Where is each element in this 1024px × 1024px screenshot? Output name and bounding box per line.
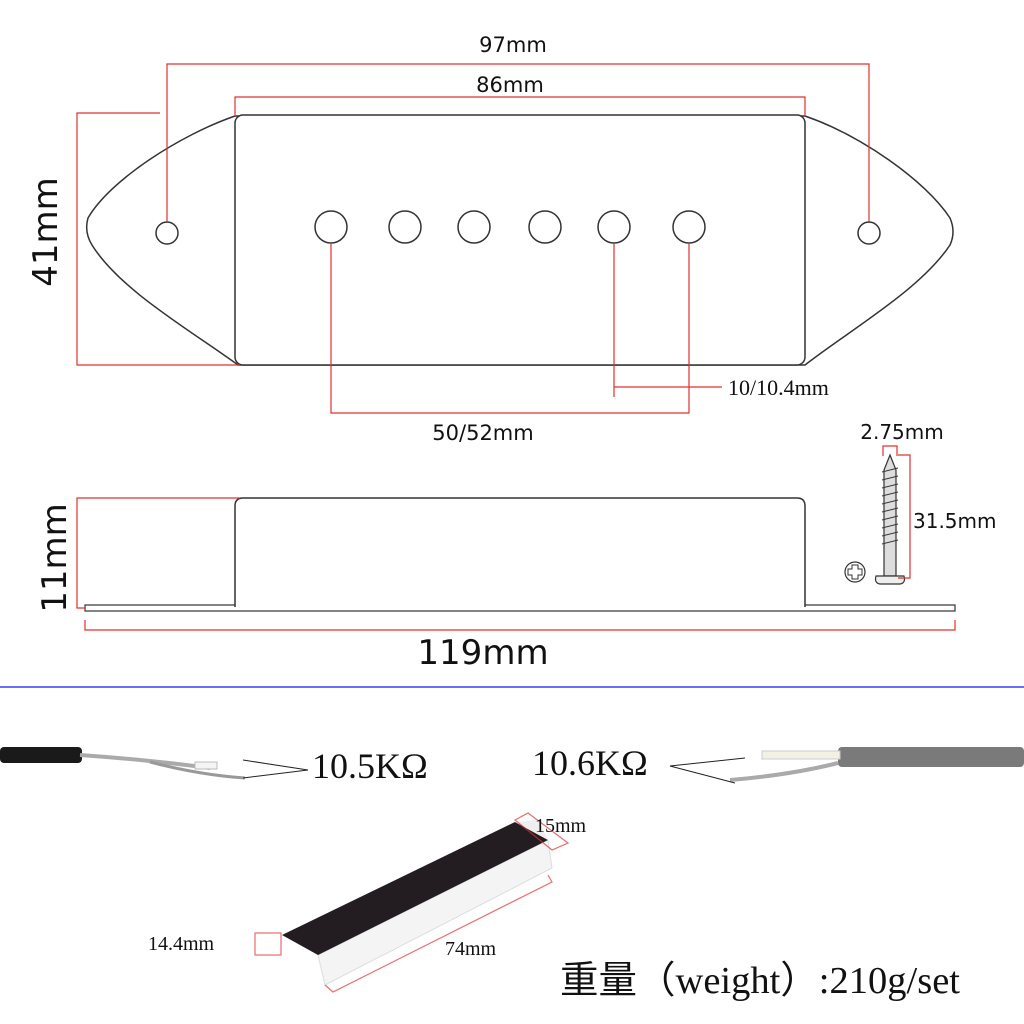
magnet-width: 15mm bbox=[535, 815, 587, 837]
resistance-left: 10.5KΩ bbox=[312, 746, 428, 786]
dimension-86mm: 86mm bbox=[476, 73, 544, 97]
magnet-top-face bbox=[282, 822, 548, 955]
dimension-119mm: 119mm bbox=[417, 633, 548, 673]
weight-label: 重量（weight）:210g/set bbox=[560, 960, 960, 1002]
pickup-cover-top bbox=[234, 114, 806, 366]
dimension-97mm: 97mm bbox=[479, 33, 547, 57]
magnet-length: 74mm bbox=[445, 938, 497, 960]
magnet-dimension-lines bbox=[254, 812, 570, 993]
screw-length: 31.5mm bbox=[913, 509, 997, 533]
screw-shaft-icon bbox=[883, 453, 897, 577]
mounting-hole-right bbox=[857, 221, 881, 245]
pole-piece bbox=[388, 210, 422, 244]
screw-diameter: 2.75mm bbox=[860, 420, 944, 444]
phillips-head-icon bbox=[844, 561, 866, 583]
screw-threads bbox=[881, 467, 899, 545]
top-view: 97mm 86mm 41mm 50/52mm 10/10.4mm bbox=[26, 33, 954, 445]
dimension-pole-span: 50/52mm bbox=[432, 421, 533, 445]
pole-pieces bbox=[314, 210, 706, 244]
magnet-bar: 15mm 14.4mm 74mm bbox=[148, 812, 587, 993]
dimension-41mm: 41mm bbox=[26, 177, 66, 287]
screw: 2.75mm 31.5mm bbox=[844, 420, 997, 585]
resistance-right: 10.6KΩ bbox=[532, 743, 648, 783]
pole-piece bbox=[457, 210, 491, 244]
screw-dimension-lines bbox=[882, 445, 911, 579]
pole-piece bbox=[314, 210, 348, 244]
pickup-cover-side bbox=[234, 497, 806, 607]
mounting-hole-left bbox=[155, 221, 179, 245]
pole-piece bbox=[597, 210, 631, 244]
dimension-pole-spacing: 10/10.4mm bbox=[728, 375, 829, 400]
cable-left: 10.5KΩ bbox=[0, 746, 428, 786]
dimension-lines-top bbox=[76, 63, 870, 414]
side-view: 11mm 119mm bbox=[35, 497, 956, 673]
dimension-11mm: 11mm bbox=[35, 503, 75, 613]
pole-piece bbox=[528, 210, 562, 244]
cable-right: 10.6KΩ bbox=[532, 743, 1024, 784]
magnet-height: 14.4mm bbox=[148, 933, 215, 955]
pole-piece bbox=[672, 210, 706, 244]
dimension-lines-side bbox=[76, 497, 956, 631]
screw-head bbox=[874, 575, 906, 585]
